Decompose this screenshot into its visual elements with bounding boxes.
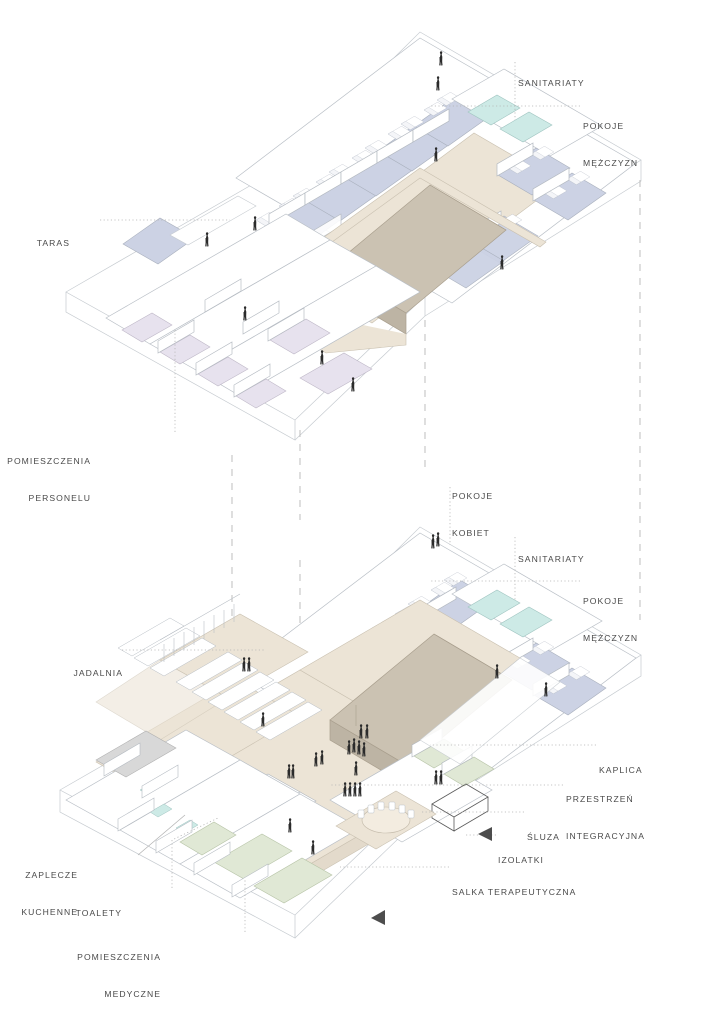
label-izolatki: IZOLATKI: [498, 854, 544, 865]
label-taras: TARAS: [36, 237, 70, 248]
medical-rooms: [179, 821, 333, 904]
chapel-floor: [419, 657, 561, 765]
upper-staff-rooms: [121, 312, 373, 409]
lower-bathrooms: [467, 589, 553, 638]
upper-staff-wing: [105, 213, 421, 409]
label-pomieszczenia-personelu: POMIESZCZENIA PERSONELU: [7, 455, 91, 504]
upper-bathrooms: [467, 94, 553, 143]
label-jadalnia: JADALNIA: [73, 667, 123, 678]
triangle-left-icon-izolatki: [478, 827, 492, 841]
dining-windows: [159, 593, 241, 662]
leader-toalety: [171, 817, 219, 888]
label-przestrzen-integracyjna: PRZESTRZEŃ INTEGRACYJNA: [566, 793, 645, 842]
sluice-room: [431, 783, 489, 832]
upper-bedrooms-row: [122, 98, 487, 265]
label-pokoje-mezczyzn-lower: POKOJE MĘŻCZYZN: [583, 595, 639, 644]
triangle-left-icon-bottom: [371, 910, 385, 925]
upper-partitions: [268, 108, 450, 248]
lower-medical-partitions: [103, 742, 269, 898]
lower-level-volume: [59, 526, 642, 939]
label-sanitariaty-upper: SANITARIATY: [518, 77, 585, 88]
label-salka-terapeutyczna: SALKA TERAPEUTYCZNA: [452, 886, 577, 897]
label-pokoje-kobiet: POKOJE KOBIET: [452, 490, 494, 539]
label-pomieszczenia-medyczne: POMIESZCZENIA MEDYCZNE: [77, 951, 161, 1000]
upper-staff-partitions: [157, 278, 305, 398]
therapy-room: [335, 790, 437, 850]
leader-zaplecze-kuchenne: [137, 814, 186, 856]
label-sluza: ŚLUZA: [527, 831, 560, 842]
label-pokoje-mezczyzn-upper: POKOJE MĘŻCZYZN: [583, 120, 639, 169]
upper-level-volume: [65, 31, 642, 441]
label-kaplica: KAPLICA: [599, 764, 643, 775]
dining-tables: [117, 617, 323, 741]
isolation-and-therapy: [329, 727, 495, 850]
label-leader-lines: [100, 62, 596, 932]
lower-medical-wing: [65, 729, 361, 904]
label-toalety: TOALETY: [75, 907, 122, 918]
entrance-markers: [371, 827, 492, 925]
label-sanitariaty-lower: SANITARIATY: [518, 553, 585, 564]
therapy-chairs: [357, 801, 415, 819]
label-zaplecze-kuchenne: ZAPLECZE KUCHENNE: [21, 869, 78, 918]
